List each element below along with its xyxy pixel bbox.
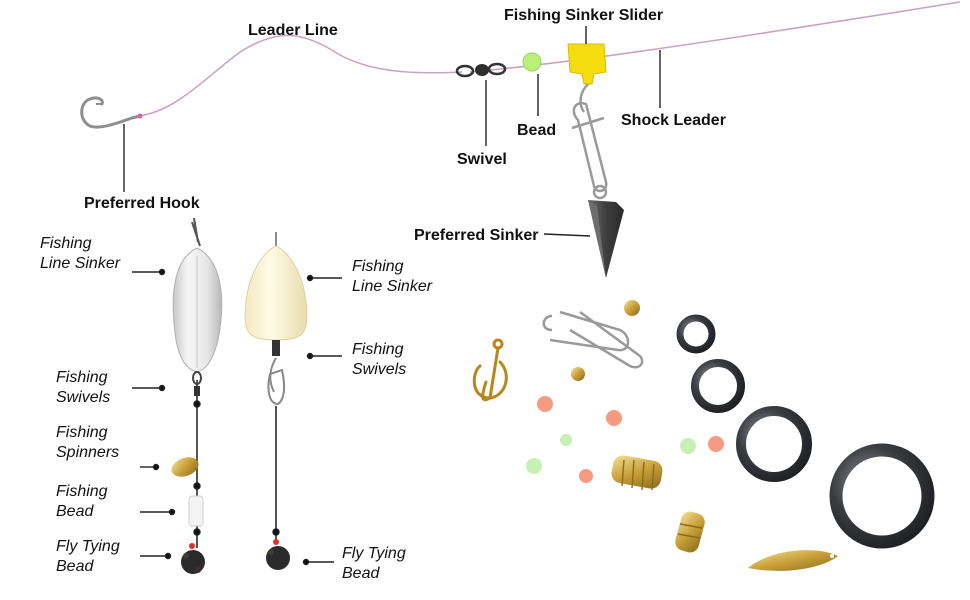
left-fly-label-2: Bead xyxy=(56,558,94,575)
treble-hook-icon xyxy=(472,338,508,402)
hook-icon xyxy=(80,96,142,129)
callout-lines-top xyxy=(123,26,661,237)
swivel-label: Swivel xyxy=(457,151,507,168)
left-sinker-label-2: Line Sinker xyxy=(40,255,121,272)
shock-leader-line xyxy=(469,1,961,73)
preferred-hook-label: Preferred Hook xyxy=(84,195,200,212)
callout-lines-rigs xyxy=(132,268,342,566)
split-rings-icon xyxy=(676,314,935,549)
right-vertical-rig xyxy=(244,232,308,570)
left-swivel-icon xyxy=(192,371,202,396)
left-spinners-label-2: Spinners xyxy=(56,444,120,461)
left-bead-label-1: Fishing xyxy=(56,483,108,500)
gold-bead-icon xyxy=(624,300,640,316)
leader-line xyxy=(137,34,463,117)
green-bead-icon xyxy=(680,438,696,454)
right-snap-icon xyxy=(267,357,286,406)
snap-clip-icon xyxy=(571,83,608,200)
preferred-sinker-label: Preferred Sinker xyxy=(414,227,539,244)
accessories xyxy=(472,300,935,571)
left-spinners-label-1: Fishing xyxy=(56,424,108,441)
green-bead-icon xyxy=(560,434,572,446)
brass-sinker-icon xyxy=(611,455,663,491)
right-fly-icon xyxy=(266,539,290,570)
spinner-icon xyxy=(171,457,199,477)
left-fly-icon xyxy=(181,543,205,574)
coral-bead-icon xyxy=(708,436,724,452)
fishing-sinker-slider-label: Fishing Sinker Slider xyxy=(504,7,664,24)
right-swivels-label-1: Fishing xyxy=(352,341,404,358)
coral-bead-icon xyxy=(537,396,553,412)
right-sinker-label-2: Line Sinker xyxy=(352,278,433,295)
left-sinker-label-1: Fishing xyxy=(40,235,92,252)
sinker-slider-icon xyxy=(567,43,607,85)
willow-blade-icon xyxy=(748,550,838,571)
right-swivels-label-2: Swivels xyxy=(352,361,407,378)
leader-line-label: Leader Line xyxy=(248,22,338,39)
green-bead-icon xyxy=(526,458,542,474)
right-fly-label-2: Bead xyxy=(342,565,380,582)
left-bead-label-2: Bead xyxy=(56,503,94,520)
bead-icon xyxy=(522,52,542,72)
left-fly-label-1: Fly Tying xyxy=(56,538,120,555)
right-fly-label-1: Fly Tying xyxy=(342,545,406,562)
left-bead-icon xyxy=(188,495,204,527)
pyramid-sinker-icon xyxy=(588,200,624,278)
coral-bead-icon xyxy=(579,469,593,483)
top-rig xyxy=(80,1,961,278)
snap-clips-icon xyxy=(542,310,644,369)
coral-bead-icon xyxy=(606,410,622,426)
bead-label: Bead xyxy=(517,122,557,139)
swivel-icon xyxy=(455,62,507,78)
gold-bead-icon xyxy=(571,367,585,381)
shock-leader-label: Shock Leader xyxy=(621,112,726,129)
left-swivels-label-2: Swivels xyxy=(56,389,111,406)
brass-sinker-icon xyxy=(675,511,705,553)
right-sinker-label-1: Fishing xyxy=(352,258,404,275)
glow-sinker-icon xyxy=(244,245,308,341)
left-swivels-label-1: Fishing xyxy=(56,369,108,386)
left-vertical-rig xyxy=(171,217,223,574)
